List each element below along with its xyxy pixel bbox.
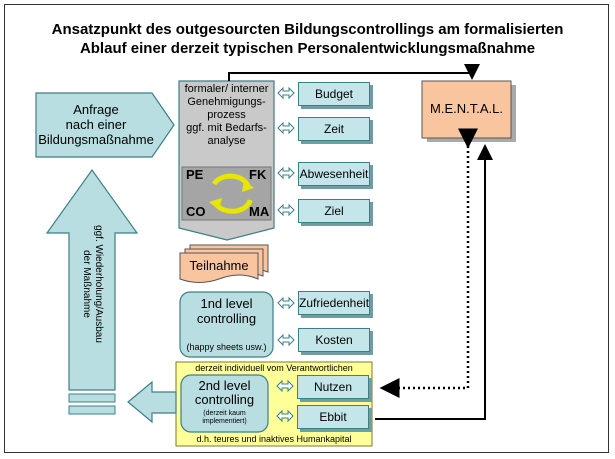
slide-title: Ansatzpunkt des outgesourcten Bildungsco… (10, 20, 605, 58)
abwesenheit-box: Abwesenheit (298, 162, 370, 186)
request-line-2: nach einer (65, 117, 127, 132)
zufriedenheit-box: Zufriedenheit (298, 291, 370, 315)
first-level-line-2: controlling (196, 311, 257, 326)
budget-box: Budget (298, 82, 370, 106)
process-line-2: Genehmigungs- (187, 96, 266, 108)
kosten-box: Kosten (298, 328, 370, 352)
process-line-4: ggf. mit Bedarfs- (186, 122, 267, 134)
second-level-note-1: (derzeit kaum (203, 410, 246, 417)
second-level-line-2: controlling (194, 392, 255, 407)
repeat-stub-1 (68, 393, 116, 403)
repeat-up-arrow-shape (45, 168, 139, 391)
title-line-2: Ablauf einer derzeit typischen Personale… (79, 40, 536, 57)
process-line-5: analyse (207, 135, 246, 147)
repeat-label: ggf. Wiederholung/Ausbau der Maßnahme (80, 184, 104, 384)
request-label: Anfrage nach einer Bildungsmaßnahme (36, 102, 156, 147)
title-line-1: Ansatzpunkt des outgesourcten Bildungsco… (51, 21, 564, 38)
request-arrow-shape (35, 92, 175, 158)
cycle-fk-label: FK (249, 167, 267, 182)
second-level-line-1: 2nd level (198, 378, 251, 393)
repeat-line-1: ggf. Wiederholung/Ausbau (93, 225, 104, 343)
process-line-3: prozess (207, 109, 246, 121)
second-level-label: 2nd level controlling (181, 379, 268, 407)
request-line-1: Anfrage (73, 102, 119, 117)
nutzen-box: Nutzen (297, 375, 369, 399)
second-level-bottom-banner: d.h. teures und inaktives Humankapital (196, 434, 352, 444)
nutzen-dotted-connector (379, 128, 478, 398)
zeit-box: Zeit (298, 117, 370, 141)
ebbit-connector-line (375, 144, 493, 420)
feedback-left-arrow-shape (127, 380, 177, 424)
repeat-stub-2 (68, 405, 116, 415)
cycle-ma-label: MA (249, 204, 270, 219)
second-level-top-banner: derzeit individuell vom Verantwortlichen (195, 363, 353, 373)
cycle-arrowhead-1-icon (242, 180, 254, 192)
process-label: formaler/ interner Genehmigungs- prozess… (179, 83, 274, 148)
double-arrow-icons (276, 86, 295, 423)
second-level-note: (derzeit kaum implementiert) (181, 410, 268, 426)
first-level-line-1: 1nd level (200, 296, 253, 311)
ebbit-box: Ebbit (297, 405, 369, 429)
cycle-arrowhead-2-icon (209, 198, 222, 210)
teilnahme-page-front (179, 252, 259, 283)
slide-frame (4, 4, 609, 453)
cycle-pe-label: PE (186, 167, 204, 182)
first-level-box (179, 291, 274, 358)
mental-label: M.E.N.T.A.L. (430, 101, 503, 116)
ziel-box: Ziel (298, 199, 370, 223)
process-line-1: formaler/ interner (184, 83, 269, 95)
repeat-line-2: der Maßnahme (81, 250, 92, 318)
request-line-3: Bildungsmaßnahme (38, 132, 154, 147)
second-level-note-2: implementiert) (202, 418, 247, 425)
cycle-co-label: CO (186, 204, 206, 219)
teilnahme-label: Teilnahme (189, 258, 249, 273)
first-level-label: 1nd level controlling (180, 296, 273, 326)
first-level-note: (happy sheets usw.) (186, 342, 267, 352)
second-level-box (180, 374, 269, 433)
top-connector-line (228, 64, 480, 81)
